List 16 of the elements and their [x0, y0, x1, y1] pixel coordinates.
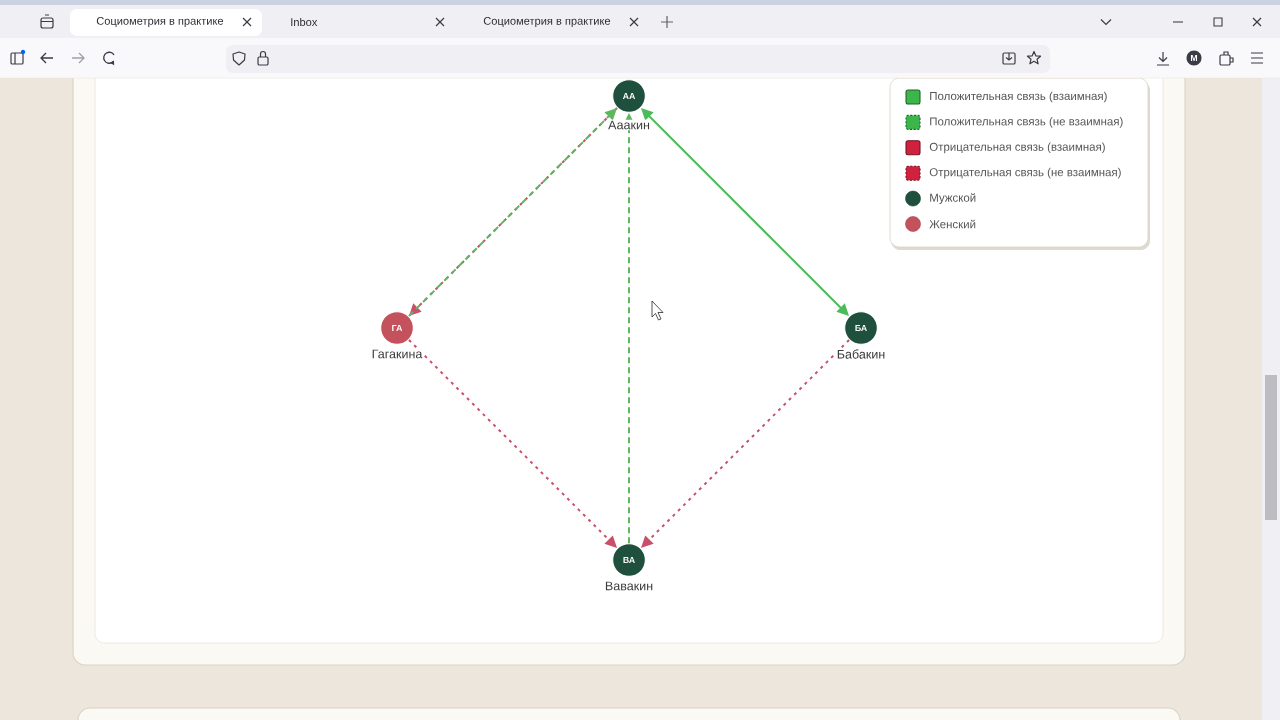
legend-label: Отрицательная связь (взаимная) — [929, 142, 1105, 154]
tab-title: Социометрия в практике — [96, 17, 224, 27]
name-label: Ааакин — [607, 119, 651, 131]
name-label: Бабакин — [836, 348, 887, 360]
legend-label: Положительная связь (взаимная) — [930, 91, 1107, 103]
legend-label: Положительная связь (не взаимная) — [930, 117, 1123, 128]
arrow — [641, 338, 851, 548]
legend-label: Отрицательная связь (не взаимная) — [929, 167, 1121, 179]
name-label: Гагакина — [370, 348, 424, 360]
legend-label: Женский — [929, 219, 976, 229]
name-label: Вавакин — [604, 580, 654, 592]
tab-title: Inbox — [291, 17, 318, 27]
arrow — [407, 338, 617, 548]
tab-title: Социометрия в практике — [483, 17, 611, 27]
arrow — [641, 108, 849, 316]
legend-label: Мужской — [930, 193, 976, 205]
